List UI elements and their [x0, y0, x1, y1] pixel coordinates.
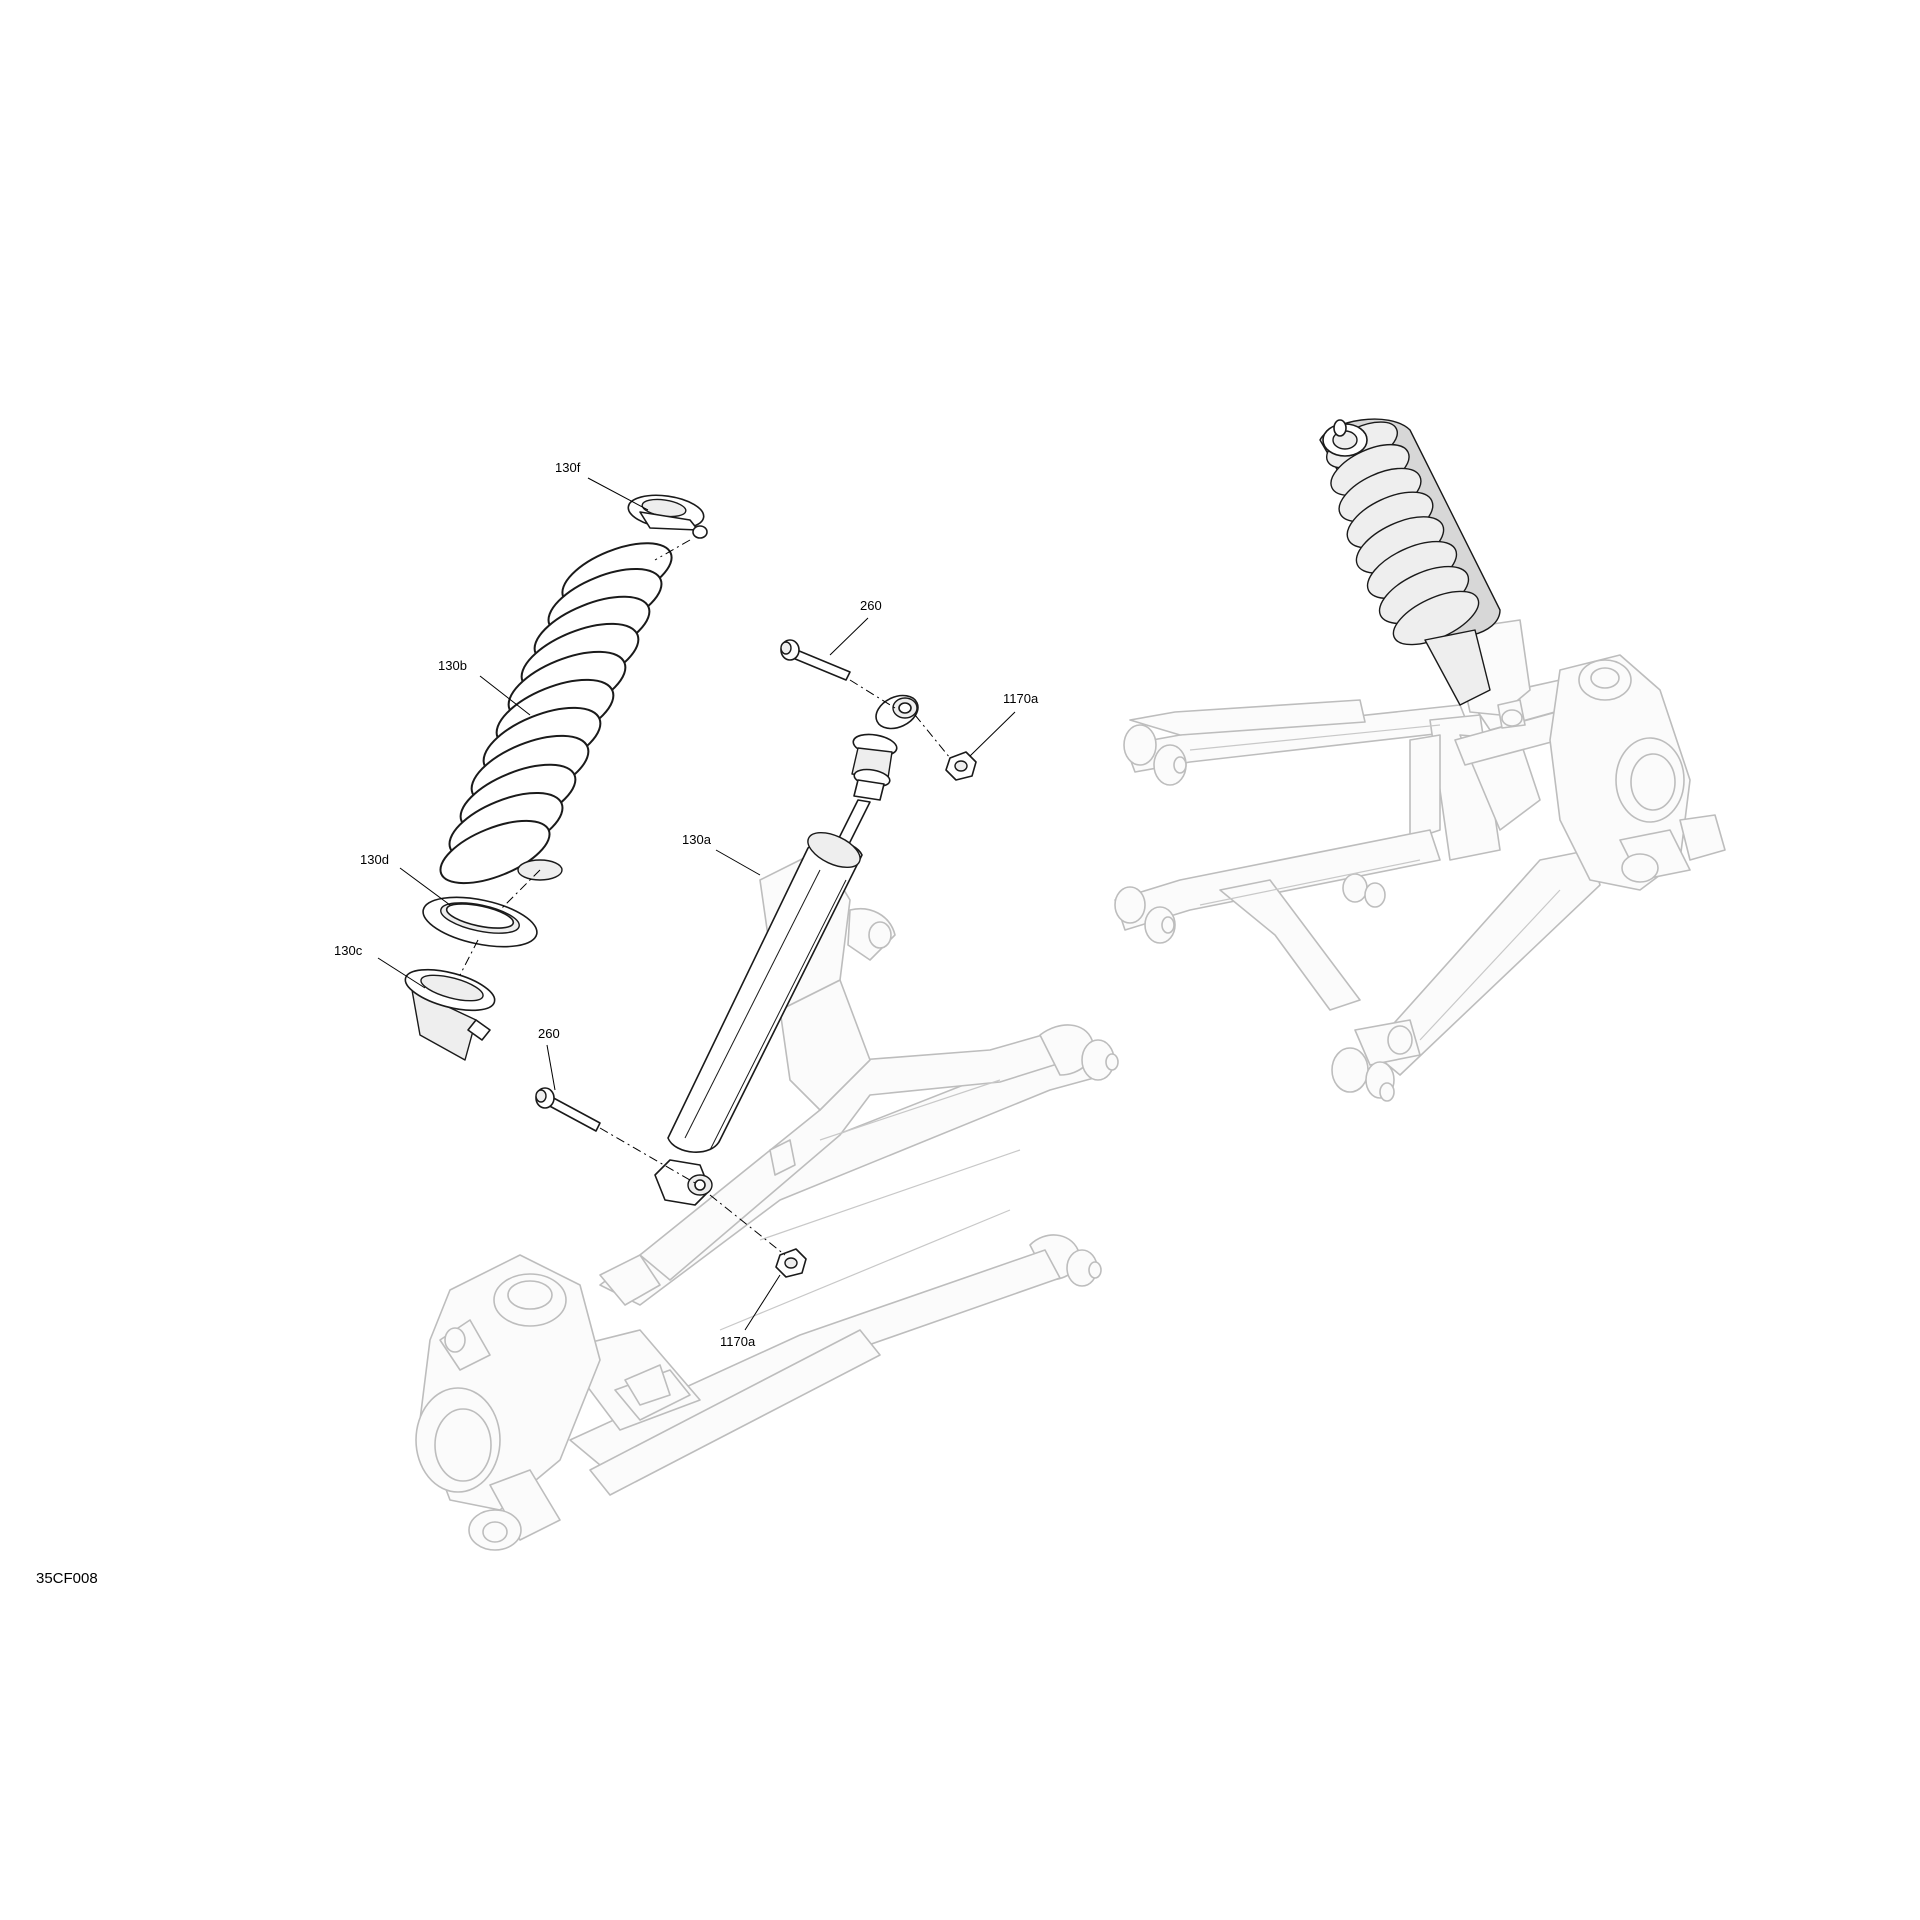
assembly-center-lines	[459, 539, 951, 1256]
figure-code: 35CF008	[36, 1570, 98, 1587]
shock-absorber-part	[654, 694, 919, 1206]
bolt-lower-part	[535, 1087, 601, 1132]
callout-130a: 130a	[682, 832, 712, 847]
bolt-upper-part	[780, 639, 851, 681]
spring-seat-lower-part	[404, 968, 496, 1061]
nut-upper-part	[945, 751, 977, 781]
callout-260-upper: 260	[860, 598, 882, 613]
assembled-spring	[1319, 418, 1501, 706]
right-assembled-suspension-ghost	[1114, 619, 1726, 1102]
nut-lower-part	[775, 1248, 807, 1278]
coil-spring-part	[439, 542, 673, 885]
callout-130f: 130f	[555, 460, 581, 475]
callout-1170a-lower: 1170a	[720, 1334, 756, 1349]
callout-130c: 130c	[334, 943, 363, 958]
spring-seat-washer-part	[422, 896, 538, 948]
callout-130b: 130b	[438, 658, 467, 673]
callout-260-lower: 260	[538, 1026, 560, 1041]
spring-seat-upper-part	[627, 494, 708, 539]
left-suspension-arm-ghost	[415, 849, 1119, 1551]
callout-130d: 130d	[360, 852, 389, 867]
callout-1170a-upper: 1170a	[1003, 691, 1039, 706]
leader-lines	[377, 477, 1016, 1331]
